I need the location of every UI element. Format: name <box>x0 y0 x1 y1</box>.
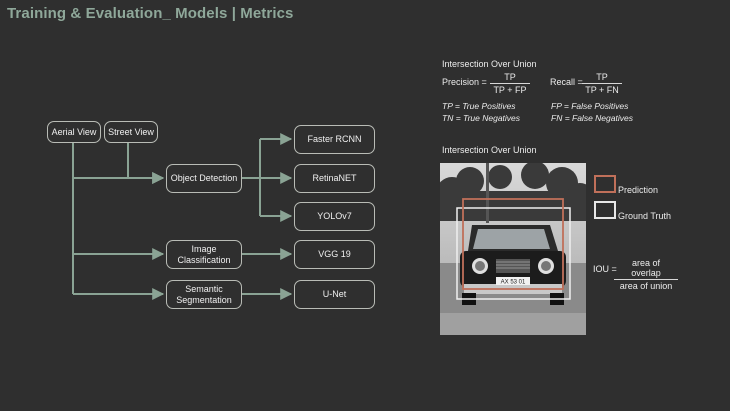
image-classification-box: Image Classification <box>166 240 242 269</box>
unet-box: U-Net <box>294 280 375 309</box>
slide-title: Training & Evaluation_ Models | Metrics <box>7 5 294 22</box>
street-view-box: Street View <box>104 121 158 143</box>
street-view-label: Street View <box>108 126 154 137</box>
car: AX 53 01 <box>460 225 566 305</box>
ground-truth-swatch <box>594 201 616 219</box>
car-photo: AX 53 01 <box>440 163 586 335</box>
precision-numerator: TP <box>490 72 530 84</box>
metrics-heading: Intersection Over Union <box>442 59 537 69</box>
iou-formula-label: IOU = <box>593 264 617 274</box>
iou-heading: Intersection Over Union <box>442 145 537 155</box>
unet-label: U-Net <box>322 289 347 300</box>
image-classification-label-line1: Image <box>191 243 217 254</box>
object-detection-box: Object Detection <box>166 164 242 193</box>
yolov7-label: YOLOv7 <box>317 211 352 222</box>
ground-truth-legend-label: Ground Truth <box>618 211 672 221</box>
retinanet-box: RetinaNET <box>294 164 375 193</box>
recall-label: Recall = <box>550 77 583 87</box>
retinanet-label: RetinaNET <box>312 173 357 184</box>
prediction-bbox <box>462 198 564 290</box>
aerial-view-label: Aerial View <box>51 126 97 137</box>
vgg19-label: VGG 19 <box>318 249 351 260</box>
vgg19-box: VGG 19 <box>294 240 375 269</box>
prediction-swatch <box>594 175 616 193</box>
recall-numerator: TP <box>582 72 622 84</box>
yolov7-box: YOLOv7 <box>294 202 375 231</box>
tn-definition: TN = True Negatives <box>442 113 521 123</box>
semantic-segmentation-label-line1: Semantic <box>185 283 223 294</box>
prediction-legend-label: Prediction <box>618 185 659 195</box>
precision-denominator: TP + FP <box>493 85 527 95</box>
trees <box>440 163 586 221</box>
semantic-segmentation-label-line2: Segmentation <box>176 294 232 305</box>
faster-rcnn-box: Faster RCNN <box>294 125 375 154</box>
aerial-view-box: Aerial View <box>47 121 101 143</box>
faster-rcnn-label: Faster RCNN <box>307 134 362 145</box>
recall-fraction: TP TP + FN <box>582 72 622 95</box>
iou-numerator: area of overlap <box>614 258 678 280</box>
fn-definition: FN = False Negatives <box>551 113 633 123</box>
image-classification-label-line2: Classification <box>177 254 231 265</box>
recall-denominator: TP + FN <box>585 85 619 95</box>
precision-fraction: TP TP + FP <box>490 72 530 95</box>
iou-fraction: area of overlap area of union <box>614 258 678 291</box>
precision-label: Precision = <box>442 77 487 87</box>
fp-definition: FP = False Positives <box>551 101 629 111</box>
semantic-segmentation-box: Semantic Segmentation <box>166 280 242 309</box>
license-plate-text: AX 53 01 <box>501 280 526 286</box>
ground-truth-bbox <box>456 207 571 300</box>
object-detection-label: Object Detection <box>170 173 238 184</box>
iou-denominator: area of union <box>619 281 673 291</box>
tp-definition: TP = True Positives <box>442 101 516 111</box>
connector-street-to-detection <box>127 143 165 184</box>
